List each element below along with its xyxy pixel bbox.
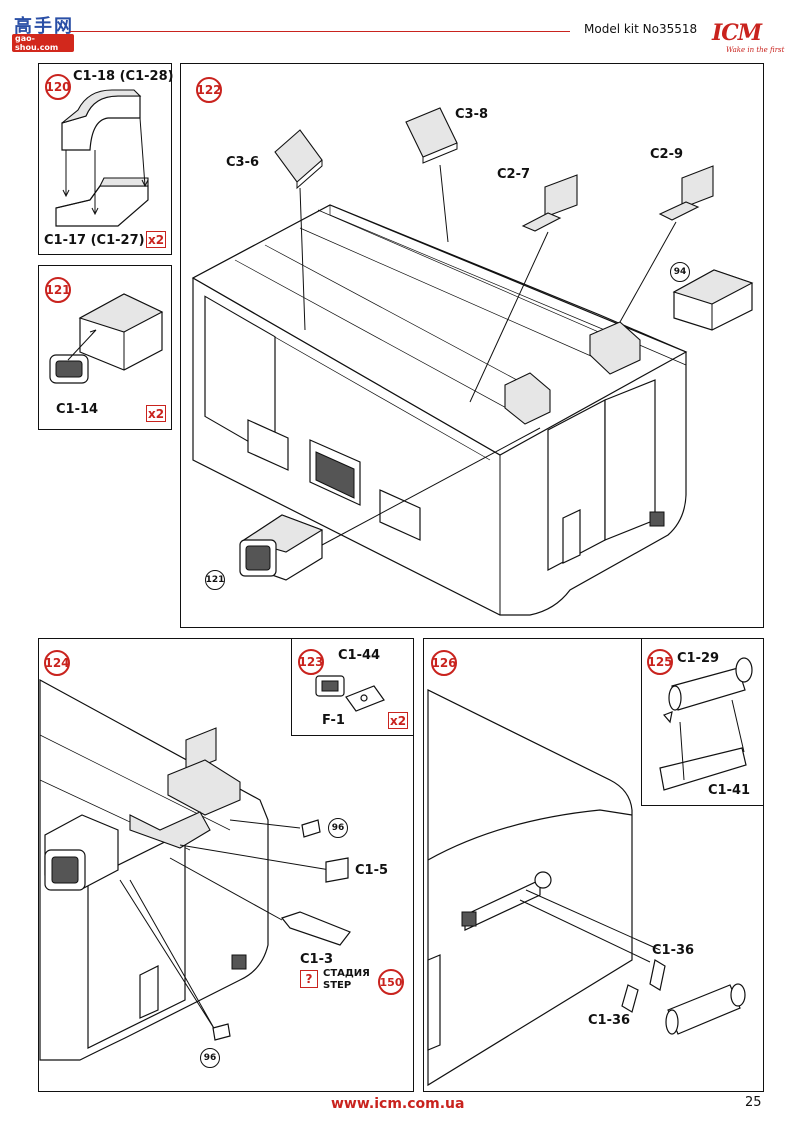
step-126-part-c1-36-b: C1-36: [588, 1013, 631, 1028]
step-124-drawing: [39, 678, 351, 1061]
header-rule: [70, 31, 570, 32]
step-124-stage-text: СТАДИЯ STEP: [323, 968, 370, 992]
watermark-url: gao-shou.com: [12, 34, 74, 52]
stage-label-ru: СТАДИЯ: [323, 968, 370, 979]
step-120-drawing: [55, 89, 149, 227]
icm-logo: ICM: [712, 20, 762, 46]
step-124-part-c1-3: C1-3: [300, 952, 334, 967]
step-121-qty: x2: [146, 405, 166, 422]
step-120-part-bottom: C1-17 (C1-27): [44, 233, 145, 248]
stage-label-en: STEP: [323, 980, 352, 991]
step-120-number: 120: [45, 74, 71, 100]
step-124-part-c1-5: C1-5: [355, 863, 389, 878]
step-120-qty: x2: [146, 231, 166, 248]
step-125-number: 125: [647, 649, 673, 675]
step-124-number: 124: [44, 650, 70, 676]
page-number: 25: [745, 1095, 762, 1110]
step-120-part-top: C1-18 (C1-28): [73, 69, 174, 84]
step-123-qty: x2: [388, 712, 408, 729]
step-126-number: 126: [431, 650, 457, 676]
step-123-number: 123: [298, 649, 324, 675]
watermark-cn-text: 高手网: [14, 16, 74, 37]
step-125-part-bottom: C1-41: [708, 783, 751, 798]
step-124-ref-96-top: 96: [328, 818, 348, 838]
icm-logo-tagline: Wake in the first: [726, 46, 785, 54]
kit-number: Model kit No35518: [584, 22, 698, 36]
step-122-ref-94: 94: [670, 262, 690, 282]
watermark-logo: 高手网 gao-shou.com: [6, 6, 74, 52]
step-125-part-top: C1-29: [677, 651, 720, 666]
step-121-part: C1-14: [56, 402, 99, 417]
step-126-drawing: [427, 689, 746, 1087]
step-122-number: 122: [196, 77, 222, 103]
footer-url: www.icm.com.ua: [331, 1096, 465, 1112]
step-122-part-c3-8: C3-8: [455, 107, 489, 122]
step-121-drawing: [49, 293, 164, 384]
step-123-part-bottom: F-1: [322, 713, 345, 728]
step-124-stage-number: 150: [378, 969, 404, 995]
step-125-drawing: [659, 657, 753, 791]
step-124-ref-96-bottom: 96: [200, 1048, 220, 1068]
step-123-drawing: [315, 675, 385, 712]
step-121-number: 121: [45, 277, 71, 303]
step-122-part-c2-7: C2-7: [497, 167, 531, 182]
step-126-part-c1-36-a: C1-36: [652, 943, 695, 958]
step-122-ref-121: 121: [205, 570, 225, 590]
step-122-drawing: [191, 107, 754, 616]
step-122-part-c3-6: C3-6: [226, 155, 260, 170]
step-124-stage-question: ?: [300, 970, 318, 988]
step-123-part-top: C1-44: [338, 648, 381, 663]
step-122-part-c2-9: C2-9: [650, 147, 684, 162]
